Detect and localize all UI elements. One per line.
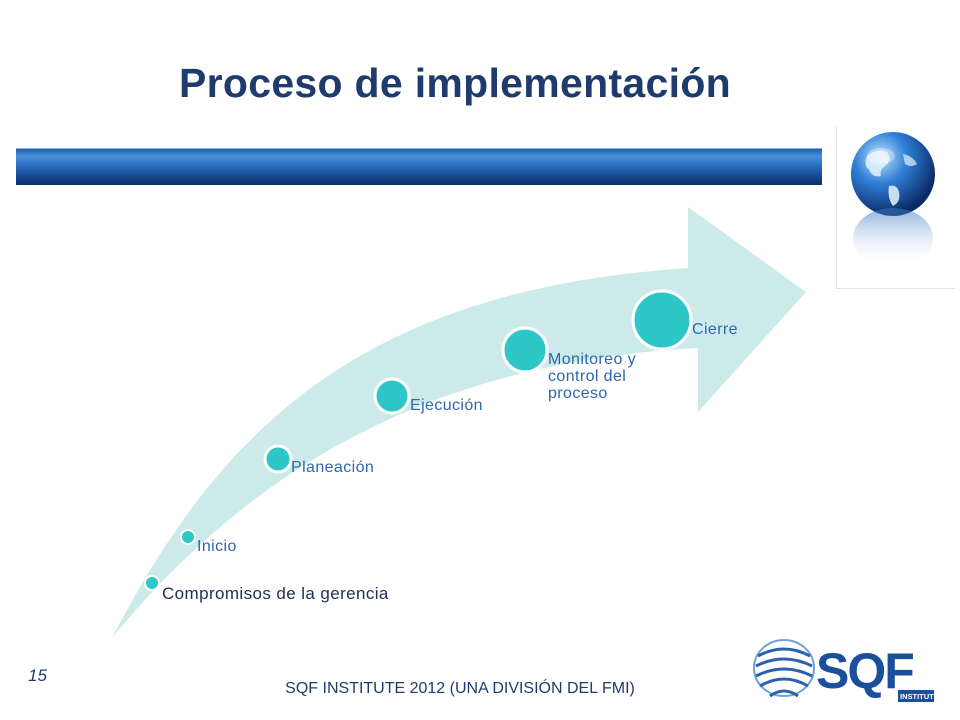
slide-title: Proceso de implementación bbox=[178, 60, 732, 106]
step-dot-6 bbox=[631, 289, 693, 351]
page-number: 15 bbox=[28, 666, 47, 685]
step-dot-2 bbox=[180, 529, 196, 545]
step-label-inicio: Inicio bbox=[197, 538, 237, 555]
step-label-monitoreo: Monitoreo y control del proceso bbox=[548, 351, 636, 402]
step-label-compromisos: Compromisos de la gerencia bbox=[162, 584, 389, 603]
globe-panel bbox=[836, 126, 955, 289]
svg-text:SQF: SQF bbox=[816, 643, 913, 699]
svg-text:INSTITUTE: INSTITUTE bbox=[900, 692, 938, 701]
sqf-globe-icon bbox=[753, 639, 815, 698]
step-dot-4 bbox=[373, 377, 411, 415]
step-label-cierre: Cierre bbox=[692, 321, 738, 338]
title-bar bbox=[16, 148, 822, 185]
globe-icon bbox=[851, 132, 935, 268]
footer-text: SQF INSTITUTE 2012 (UNA DIVISIÓN DEL FMI… bbox=[285, 680, 635, 697]
step-dot-5 bbox=[501, 326, 549, 374]
step-label-ejecucion: Ejecución bbox=[410, 397, 483, 414]
step-dot-1 bbox=[144, 575, 160, 591]
step-dot-3 bbox=[263, 444, 293, 474]
step-label-planeacion: Planeación bbox=[291, 459, 375, 476]
curved-arrow bbox=[112, 207, 806, 638]
sqf-logo: SQF INSTITUTE bbox=[753, 639, 938, 702]
